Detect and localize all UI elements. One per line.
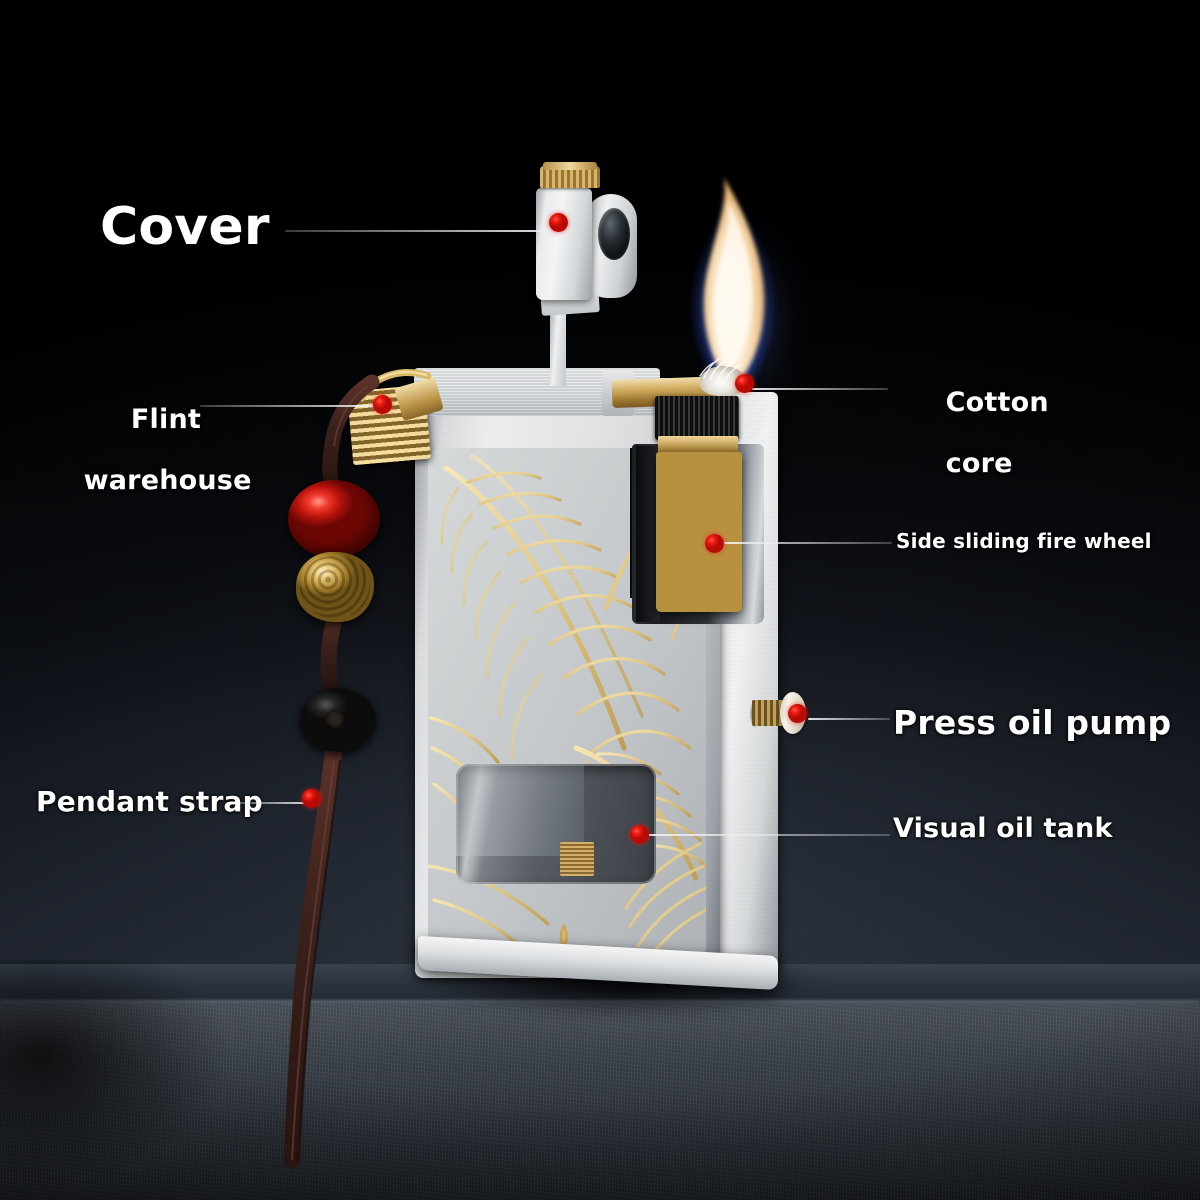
leader-line-visual-oil-tank [648,834,890,836]
leader-line-flint-warehouse [200,405,380,407]
marker-dot-visual-oil-tank [630,825,649,844]
black-donut-bead [300,688,376,752]
left-shadow [0,960,420,1200]
oil-level [456,764,584,856]
label-flint-line1: Flint [130,404,201,436]
marker-dot-cover [549,213,568,232]
cover-head [536,188,592,300]
marker-dot-cotton-core [735,374,754,393]
label-cotton-line1: Cotton [945,387,1049,419]
marker-dot-fire-wheel [705,534,724,553]
wick-fibers [699,357,743,380]
label-cover: Cover [100,197,270,257]
side-sliding-fire-wheel[interactable] [656,452,742,612]
gold-pixiu-bead [296,552,374,622]
visual-oil-tank-window [456,764,656,884]
leader-line-press-oil-pump [808,718,890,720]
leader-line-pendant-strap [234,802,314,804]
label-cotton-line2: core [945,447,1013,479]
marker-dot-flint-warehouse [373,395,392,414]
leader-line-cover [285,230,555,232]
label-press-oil-pump: Press oil pump [893,703,1172,742]
label-visual-oil-tank: Visual oil tank [893,813,1113,844]
black-knurled-knob [655,396,739,440]
label-side-sliding-fire-wheel: Side sliding fire wheel [896,529,1152,553]
cover-ring-hole [598,208,630,260]
cover-knurled-cap [540,166,600,188]
label-cotton-core: Cotton core [888,358,1108,509]
label-flint-warehouse: Flint warehouse [26,375,252,526]
red-bead [288,480,380,558]
marker-dot-pendant-strap [302,789,321,808]
leader-line-fire-wheel [722,542,892,544]
cover-cap-top [543,162,597,170]
label-pendant-strap: Pendant strap [36,785,263,818]
leader-line-cotton-core [752,388,888,390]
lanyard-loop [358,369,432,402]
marker-dot-press-oil-pump [788,704,807,723]
cover-stem [550,300,566,386]
label-flint-line2: warehouse [83,464,252,496]
internal-wick-post [560,842,594,876]
